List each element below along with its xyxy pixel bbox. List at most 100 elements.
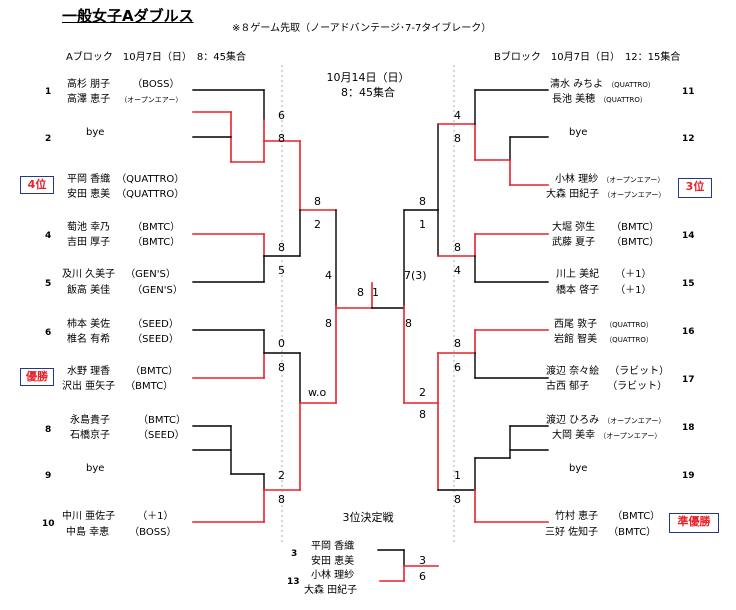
player-name: 安田 恵美 — [311, 556, 355, 567]
score-label: 4 — [325, 269, 332, 282]
player-entry: 大堀 弥生（BMTC） — [552, 222, 660, 233]
player-entry: 岩館 智美（QUATTRO） — [554, 334, 653, 345]
score-label: 8 — [325, 317, 332, 330]
seed-number: 18 — [682, 423, 695, 433]
score-label: 6 — [419, 570, 426, 583]
player-entry: 長池 美穂（QUATTRO） — [552, 94, 647, 105]
score-label: 8 — [419, 195, 426, 208]
score-label: 8 — [278, 132, 285, 145]
player-entry: 柿本 美佐（SEED） — [67, 319, 179, 330]
player-entry: 竹村 恵子（BMTC） — [555, 511, 661, 522]
score-label: 6 — [454, 361, 461, 374]
seed-number: 14 — [682, 231, 695, 241]
player-entry: 渡辺 ひろみ（オープンエアー） — [546, 415, 666, 426]
score-label: 8 — [278, 493, 285, 506]
score-label: 7(3) — [404, 269, 427, 282]
player-name: 大森 田紀子 — [304, 585, 358, 596]
score-label: 2 — [314, 218, 321, 231]
seed-number: 6 — [45, 328, 52, 338]
seed-number: 5 — [45, 279, 52, 289]
player-entry: 及川 久美子（GEN'S） — [62, 269, 176, 280]
block-b-header: Bブロック 10月7日（日） 12：15集合 — [494, 52, 681, 63]
score-label: w.o — [308, 386, 327, 399]
seed-number: 16 — [682, 327, 695, 337]
bye-label: bye — [569, 127, 588, 138]
seed-number: 19 — [682, 471, 695, 481]
player-name: 平岡 香織 — [311, 541, 355, 552]
player-entry: 三好 佐知子（BMTC） — [545, 527, 657, 538]
player-entry: 中川 亜佐子（＋1） — [62, 511, 174, 522]
score-label: 8 — [278, 241, 285, 254]
player-entry: 高杉 朋子（BOSS） — [67, 79, 180, 90]
bye-label: bye — [569, 463, 588, 474]
final-date: 10月14日（日） — [326, 71, 410, 84]
player-entry: 武藤 夏子（BMTC） — [552, 237, 660, 248]
player-entry: 渡辺 奈々絵（ラビット） — [546, 366, 670, 377]
seed-number: 12 — [682, 134, 695, 144]
score-label: 8 — [405, 317, 412, 330]
block-a-header: Aブロック 10月7日（日） 8：45集合 — [66, 52, 247, 63]
score-label: 5 — [278, 264, 285, 277]
third-place-title: 3位決定戦 — [342, 511, 394, 524]
rank-badge-4th: 4位 — [20, 176, 54, 194]
score-label: 8 — [357, 286, 364, 299]
player-entry: 清水 みちよ（QUATTRO） — [550, 79, 655, 90]
rules-note: ※８ゲーム先取（ノーアドバンテージ･7-7タイブレーク） — [232, 23, 492, 34]
score-label: 3 — [419, 554, 426, 567]
player-entry: 川上 美紀（＋1） — [556, 269, 652, 280]
rank-badge-champion: 優勝 — [20, 368, 54, 386]
seed-number: 1 — [45, 87, 52, 97]
seed-number: 9 — [45, 471, 52, 481]
seed-number: 2 — [45, 134, 52, 144]
player-entry: 椎名 有希（SEED） — [67, 334, 179, 345]
score-label: 8 — [454, 132, 461, 145]
final-time: 8：45集合 — [341, 86, 395, 99]
score-label: 1 — [372, 286, 379, 299]
bye-label: bye — [86, 463, 105, 474]
score-label: 8 — [454, 241, 461, 254]
player-entry: 西尾 敦子（QUATTRO） — [554, 319, 653, 330]
player-entry: 橋本 啓子（＋1） — [556, 285, 652, 296]
player-entry: 小林 理紗（オープンエアー） — [555, 174, 665, 185]
score-label: 1 — [454, 469, 461, 482]
seed-number: 10 — [42, 519, 55, 529]
player-entry: 萄池 幸乃（BMTC） — [67, 222, 181, 233]
player-entry: 平岡 香織（QUATTRO） — [67, 174, 185, 185]
bye-label: bye — [86, 127, 105, 138]
player-entry: 高澤 恵子（オープンエアー） — [67, 94, 183, 105]
player-entry: 沢出 亜矢子（BMTC） — [62, 381, 174, 392]
player-entry: 石橋京子（SEED） — [70, 430, 185, 441]
score-label: 8 — [314, 195, 321, 208]
player-entry: 飯高 美佳（GEN'S） — [67, 285, 183, 296]
player-entry: 安田 恵美（QUATTRO） — [67, 189, 185, 200]
seed-number: 4 — [45, 231, 52, 241]
rank-badge-runnerup: 準優勝 — [669, 513, 719, 533]
player-entry: 古西 郁子（ラビット） — [546, 381, 668, 392]
seed-number: 17 — [682, 375, 695, 385]
score-label: 2 — [278, 469, 285, 482]
score-label: 2 — [419, 386, 426, 399]
player-entry: 中島 幸恵（BOSS） — [66, 527, 177, 538]
score-label: 1 — [419, 218, 426, 231]
seed-number: 13 — [287, 577, 300, 587]
player-entry: 吉田 厚子（BMTC） — [67, 237, 181, 248]
player-entry: 大岡 美幸（オープンエアー） — [552, 430, 662, 441]
score-label: 4 — [454, 109, 461, 122]
score-label: 6 — [278, 109, 285, 122]
player-entry: 水野 理香（BMTC） — [67, 366, 179, 377]
seed-number: 3 — [291, 549, 298, 559]
player-name: 小林 理紗 — [311, 570, 355, 581]
score-label: 8 — [419, 408, 426, 421]
seed-number: 15 — [682, 279, 695, 289]
score-label: 8 — [454, 337, 461, 350]
score-label: 0 — [278, 337, 285, 350]
seed-number: 11 — [682, 87, 695, 97]
rank-badge-3rd: 3位 — [678, 178, 712, 198]
seed-number: 8 — [45, 425, 52, 435]
player-entry: 大森 田紀子（オープンエアー） — [546, 189, 666, 200]
page-title: 一般女子Aダブルス — [62, 7, 194, 25]
score-label: 4 — [454, 264, 461, 277]
score-label: 8 — [454, 493, 461, 506]
